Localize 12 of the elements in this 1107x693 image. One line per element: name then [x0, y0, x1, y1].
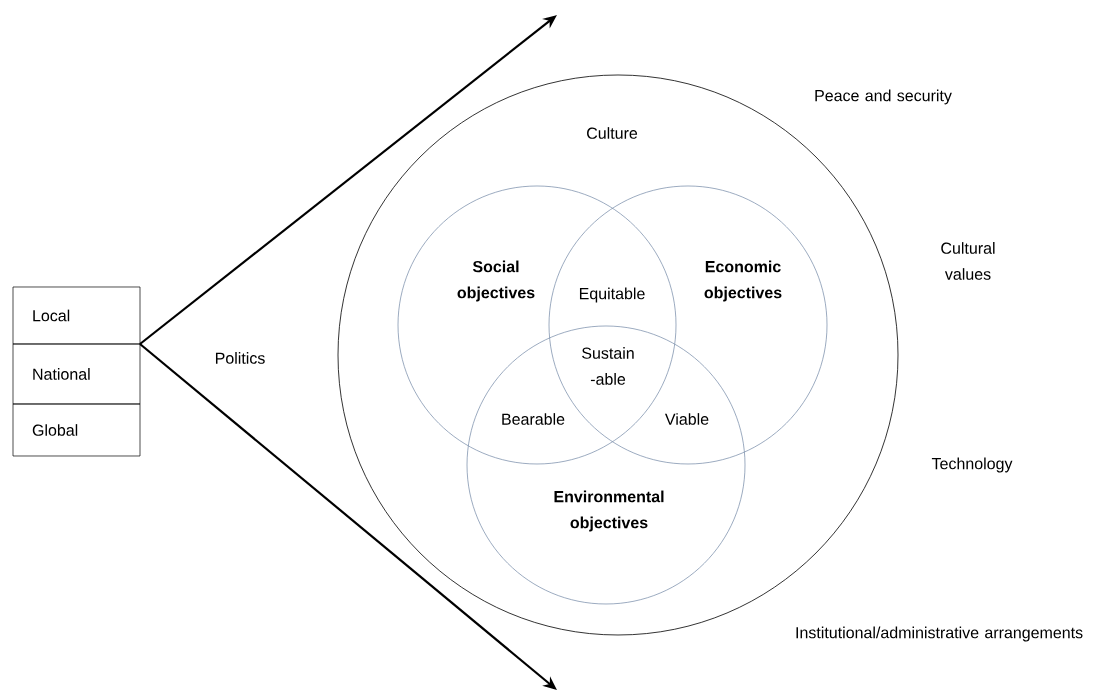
text-label: Peace and security: [815, 89, 952, 105]
level-box: Local: [12, 286, 141, 345]
text-label: Cultural values: [941, 242, 995, 280]
text-label: Institutional/administrative arrangements: [796, 626, 1083, 642]
text-label: Politics: [216, 352, 265, 364]
text-label: Technology: [931, 457, 1013, 473]
level-box: Global: [12, 403, 141, 457]
text-label: Sustain -able: [582, 347, 634, 385]
text-label: Equitable: [579, 287, 645, 303]
text-label: Bearable: [502, 413, 565, 425]
text-label: Viable: [665, 413, 709, 425]
level-box: National: [12, 343, 141, 405]
